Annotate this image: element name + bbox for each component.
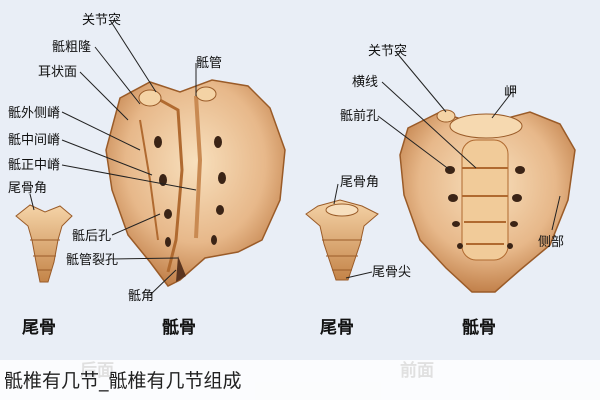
label-coccygeal-horn-left: 尾骨角 (8, 181, 47, 196)
coccyx-left (15, 204, 73, 283)
label-transverse-line: 横线 (352, 75, 378, 90)
coccyx-right (305, 199, 379, 281)
bone-name-coccyx-left: 尾骨 (22, 318, 56, 338)
label-sacral-horn: 骶角 (128, 289, 154, 304)
label-articular-process-front: 关节突 (368, 43, 407, 59)
sacrum-posterior-view (105, 79, 286, 287)
caption-bar: 骶椎有几节_骶椎有几节组成 (0, 360, 600, 400)
label-median-crest: 骶正中嵴 (8, 158, 60, 173)
label-sacral-tuberosity: 骶粗隆 (52, 40, 91, 55)
label-sacral-hiatus: 骶管裂孔 (66, 253, 118, 268)
label-anterior-foramen: 骶前孔 (340, 108, 379, 124)
sacrum-anterior-view (399, 109, 576, 293)
label-promontory: 岬 (504, 85, 517, 100)
label-coccygeal-horn-right: 尾骨角 (340, 175, 379, 190)
labels-posterior: 关节突 骶粗隆 耳状面 骶外侧嵴 骶中间嵴 骶正中嵴 骶管 骶后孔 骶管裂孔 骶… (8, 12, 222, 304)
label-auricular-surface: 耳状面 (38, 65, 77, 80)
label-coccyx-apex: 尾骨尖 (372, 265, 411, 280)
caption-text: 骶椎有几节_骶椎有几节组成 (4, 370, 242, 392)
label-lateral-crest: 骶外侧嵴 (8, 106, 60, 121)
bone-name-coccyx-right: 尾骨 (320, 318, 354, 338)
bottom-bone-names: 尾骨 骶骨 尾骨 骶骨 (22, 318, 496, 338)
bone-name-sacrum-left: 骶骨 (162, 318, 196, 338)
label-intermediate-crest: 骶中间嵴 (8, 133, 60, 148)
label-sacral-canal: 骶管 (196, 56, 222, 71)
label-lateral-part: 侧部 (538, 235, 564, 250)
label-articular-process-back: 关节突 (82, 12, 121, 28)
leader-lines (29, 19, 561, 296)
labels-anterior: 关节突 横线 岬 骶前孔 侧部 尾骨角 尾骨尖 (340, 43, 564, 280)
label-posterior-foramen: 骶后孔 (72, 229, 111, 244)
bone-name-sacrum-right: 骶骨 (462, 318, 496, 338)
